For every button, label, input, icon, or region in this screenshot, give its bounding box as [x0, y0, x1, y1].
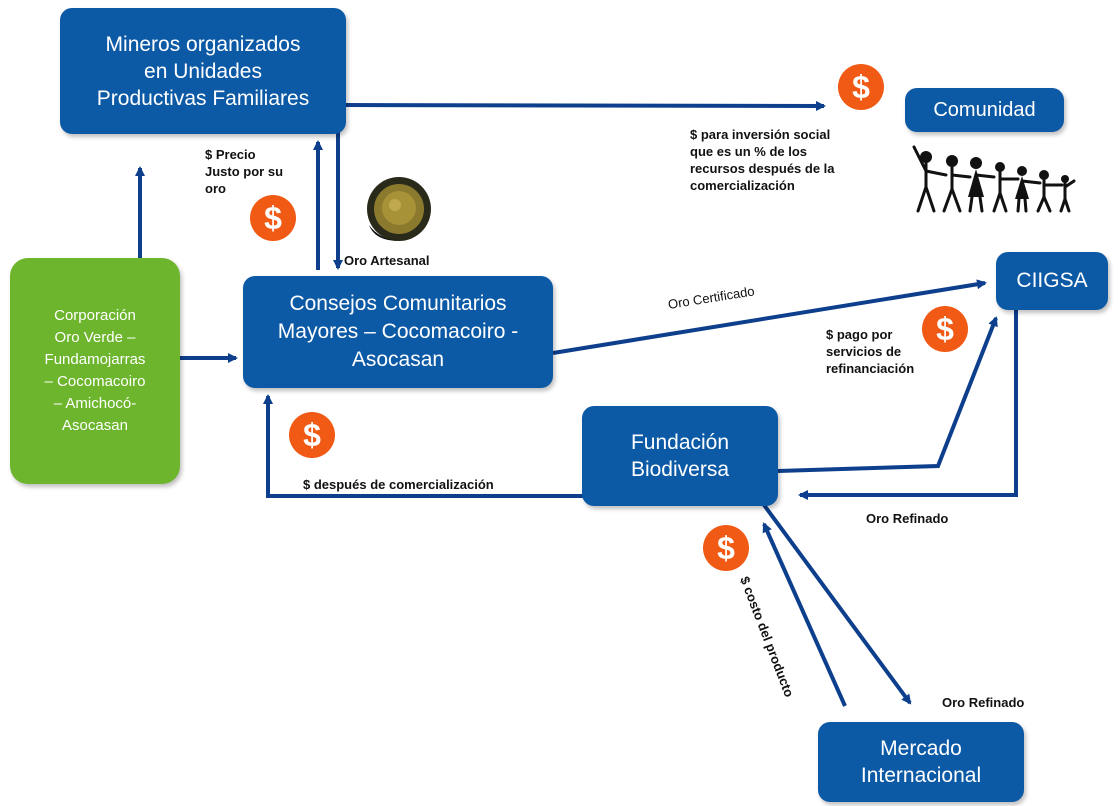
- dollar-coin-icon: $: [250, 195, 296, 241]
- arrow-consejos-ciigsa: [552, 279, 987, 355]
- label-inversion-social: $ para inversión social que es un % de l…: [690, 127, 835, 193]
- node-mineros-label: Mineros organizados en Unidades Producti…: [96, 32, 310, 110]
- arrow-ciigsa-fundacion: [798, 310, 1018, 500]
- arrow-fundacion-consejos: [263, 394, 583, 498]
- arrow-fundacion-mercado: [762, 503, 912, 705]
- node-consejos: Consejos Comunitarios Mayores – Cocomaco…: [243, 276, 553, 388]
- node-mercado: Mercado Internacional: [818, 722, 1024, 802]
- label-precio-justo: $ Precio Justo por su oro: [205, 147, 284, 196]
- dollar-coin-icon: $: [703, 525, 749, 571]
- gold-pan-icon: [367, 177, 431, 241]
- label-oro-artesanal: Oro Artesanal: [344, 253, 430, 268]
- node-fundacion-label: Fundación Biodiversa: [630, 431, 730, 481]
- node-mercado-label: Mercado Internacional: [860, 737, 982, 787]
- community-people-icon: [912, 145, 1076, 213]
- dollar-coin-icon: $: [838, 64, 884, 110]
- node-fundacion: Fundación Biodiversa: [582, 406, 778, 506]
- node-comunidad-label: Comunidad: [933, 98, 1036, 121]
- node-ciigsa: CIIGSA: [996, 252, 1108, 310]
- node-consejos-label: Consejos Comunitarios Mayores – Cocomaco…: [277, 292, 519, 371]
- dollar-coin-icon: $: [922, 306, 968, 352]
- arrow-mineros-comunidad: [345, 100, 826, 111]
- node-comunidad: Comunidad: [905, 88, 1064, 132]
- dollar-coin-icon: $: [289, 412, 335, 458]
- label-pago-servicios: $ pago por servicios de refinanciación: [826, 327, 915, 376]
- label-oro-refinado-2: Oro Refinado: [942, 695, 1025, 710]
- node-corporacion: Corporación Oro Verde – Fundamojarras – …: [10, 258, 180, 484]
- label-despues-comercializacion: $ después de comercialización: [303, 477, 494, 492]
- node-corporacion-label: Corporación Oro Verde – Fundamojarras – …: [44, 307, 146, 434]
- node-ciigsa-label: CIIGSA: [1016, 269, 1088, 292]
- label-oro-refinado-1: Oro Refinado: [866, 511, 949, 526]
- arrow-fundacion-ciigsa: [777, 316, 998, 473]
- arrow-mercado-fundacion: [762, 522, 847, 707]
- node-mineros: Mineros organizados en Unidades Producti…: [60, 8, 346, 134]
